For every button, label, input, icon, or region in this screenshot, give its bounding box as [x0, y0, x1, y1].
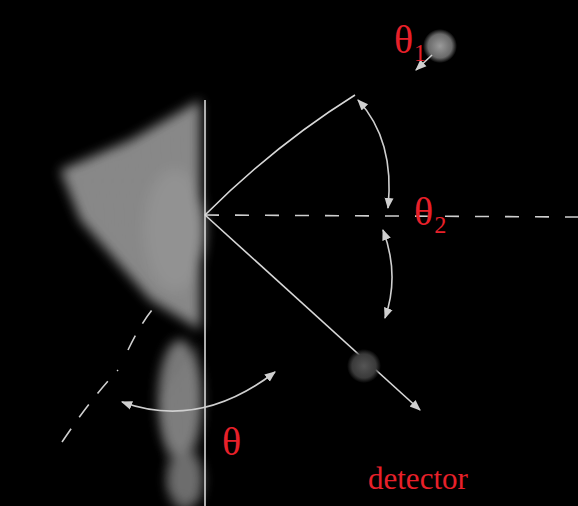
incident-ray	[205, 95, 355, 215]
angle-arc	[122, 372, 275, 411]
surface-texture	[60, 100, 205, 506]
extension-line	[62, 310, 152, 442]
detector-label: detector	[368, 462, 468, 496]
surface-line	[204, 100, 206, 506]
angle-label: θ	[222, 420, 241, 464]
angle-label: θ₂	[414, 190, 447, 234]
angle-arc	[358, 100, 389, 208]
angle-arc	[383, 230, 392, 318]
reference-line	[205, 215, 578, 217]
detector-blob	[347, 349, 381, 383]
scattered-ray	[205, 215, 420, 410]
angle-label: θ₁	[394, 18, 427, 62]
